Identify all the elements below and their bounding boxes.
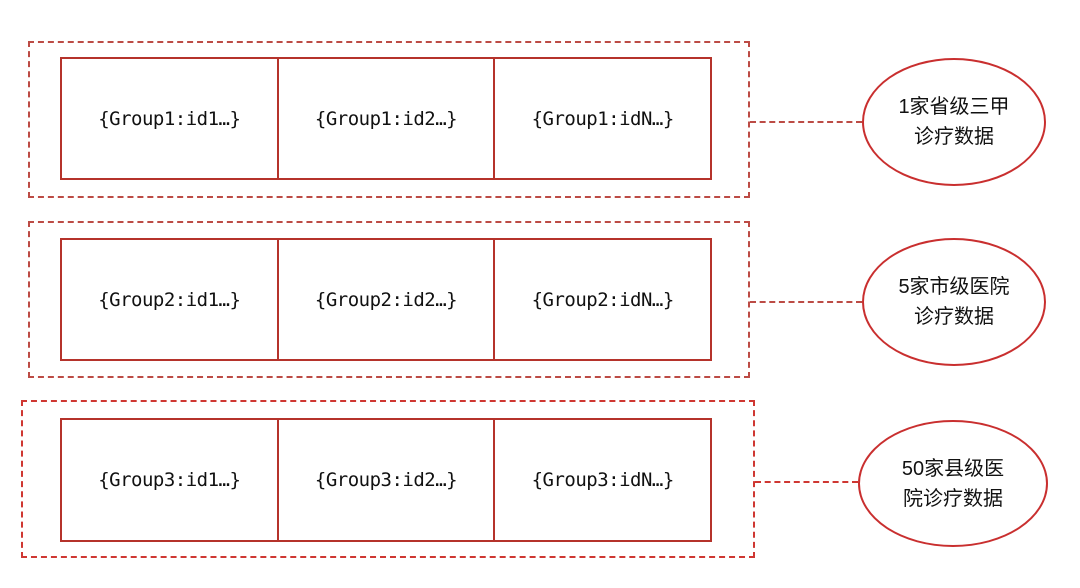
group2-connector-line: [750, 301, 862, 303]
group3-label-line2: 院诊疗数据: [903, 487, 1003, 510]
group3-label-line1: 50家县级医: [901, 457, 1005, 480]
group3-label-ellipse: 50家县级医 院诊疗数据: [858, 420, 1048, 547]
group2-label-line2: 诊疗数据: [914, 306, 994, 328]
group3-record-strip: {Group3:id1…} {Group3:id2…} {Group3:idN……: [60, 418, 712, 542]
group2-label-ellipse: 5家市级医院 诊疗数据: [862, 238, 1046, 366]
group1-cell-id2: {Group1:id2…}: [276, 59, 494, 178]
group1-label-line1: 1家省级三甲: [898, 96, 1010, 118]
group2-label-line1: 5家市级医院: [898, 276, 1010, 298]
group1-record-strip: {Group1:id1…} {Group1:id2…} {Group1:idN……: [60, 57, 712, 180]
group2-cell-id1: {Group2:id1…}: [98, 288, 241, 311]
group1-cell-idN: {Group1:idN…}: [493, 59, 710, 178]
group1-label-ellipse: 1家省级三甲 诊疗数据: [862, 58, 1046, 186]
group3-dashed-container: [21, 400, 755, 558]
group3-cell-idN: {Group3:idN…}: [493, 420, 710, 540]
group2-record-strip: {Group2:id1…} {Group2:id2…} {Group2:idN……: [60, 238, 712, 361]
group2-dashed-container: [28, 221, 750, 378]
group1-dashed-container: [28, 41, 750, 198]
group3-cell-id2: {Group3:id2…}: [276, 420, 494, 540]
group2-cell-idN: {Group2:idN…}: [493, 240, 710, 359]
group1-label-line2: 诊疗数据: [914, 126, 994, 148]
group3-connector-line: [755, 481, 858, 483]
group3-cell-id1: {Group3:id1…}: [98, 469, 241, 491]
group1-connector-line: [750, 121, 862, 123]
group1-cell-id1: {Group1:id1…}: [98, 107, 241, 130]
group2-cell-id2: {Group2:id2…}: [276, 240, 494, 359]
